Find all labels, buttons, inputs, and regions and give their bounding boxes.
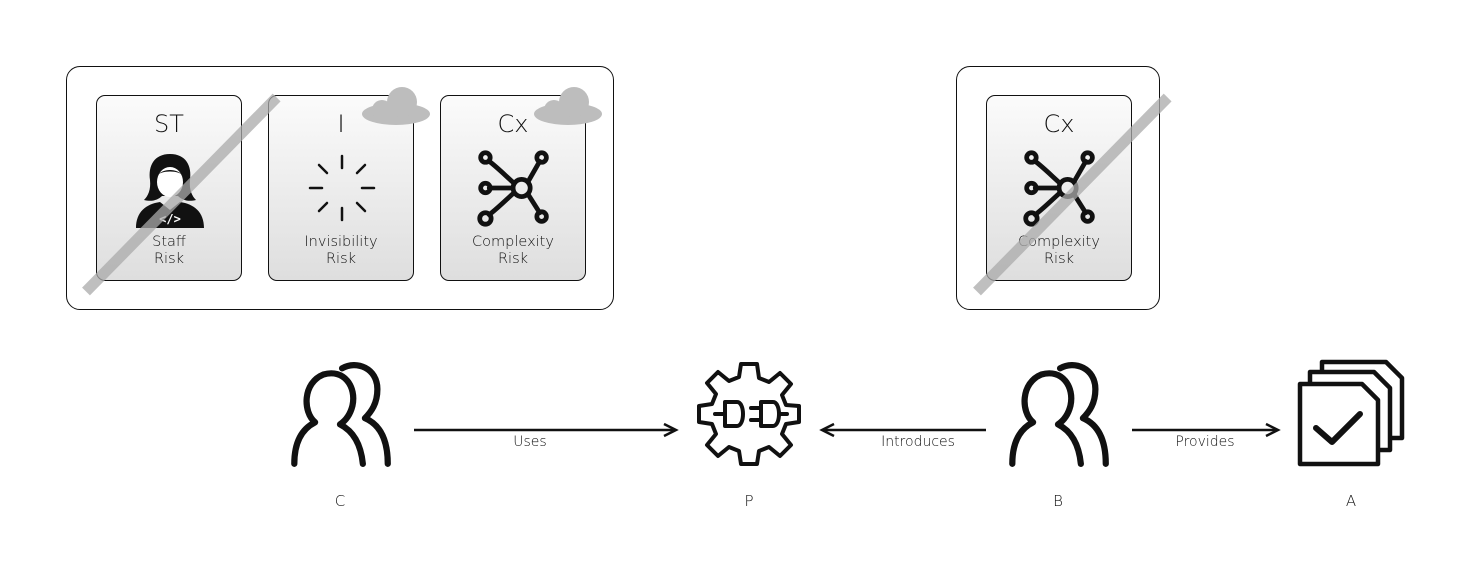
card-code: I <box>337 110 345 138</box>
node-label-c: C <box>334 492 346 510</box>
cloud-icon <box>362 87 430 125</box>
card-label-line1: Invisibility <box>304 234 378 250</box>
card-label-line1: Complexity <box>472 234 554 250</box>
node-label-p: P <box>744 492 754 510</box>
network-hub-icon <box>1020 148 1100 228</box>
cloud-icon <box>534 87 602 125</box>
card-label-line2: Risk <box>1043 251 1075 267</box>
introduces-label: Introduces <box>881 434 955 450</box>
node-label-b: B <box>1053 492 1063 510</box>
card-label: Complexity Risk <box>987 234 1131 268</box>
complexity-risk-card: Cx Complexity Risk <box>440 95 586 281</box>
introduces-arrow <box>819 422 986 438</box>
provides-label: Provides <box>1175 434 1235 450</box>
gear-plug-icon <box>697 362 801 466</box>
card-label-line2: Risk <box>325 251 357 267</box>
card-label-line1: Staff <box>152 234 186 250</box>
card-label: Staff Risk <box>97 234 241 268</box>
card-code: Cx <box>497 110 529 138</box>
right-risk-group: Cx Complexity Risk <box>956 66 1160 310</box>
developer-person-icon: </> <box>136 154 204 228</box>
invisibility-risk-card: I Invisibility Risk <box>268 95 414 281</box>
people-icon <box>286 360 394 468</box>
people-icon <box>1004 360 1112 468</box>
invisibility-burst-icon <box>308 154 376 222</box>
card-label: Invisibility Risk <box>269 234 413 268</box>
card-code: ST <box>154 110 184 138</box>
uses-label: Uses <box>513 434 547 450</box>
uses-arrow <box>414 422 679 438</box>
card-code: Cx <box>1043 110 1075 138</box>
card-label-line2: Risk <box>497 251 529 267</box>
node-label-a: A <box>1345 492 1357 510</box>
card-label: Complexity Risk <box>441 234 585 268</box>
network-hub-icon <box>474 148 554 228</box>
card-label-line2: Risk <box>153 251 185 267</box>
provides-arrow <box>1132 422 1281 438</box>
card-label-line1: Complexity <box>1018 234 1100 250</box>
document-stack-check-icon <box>1297 359 1405 467</box>
